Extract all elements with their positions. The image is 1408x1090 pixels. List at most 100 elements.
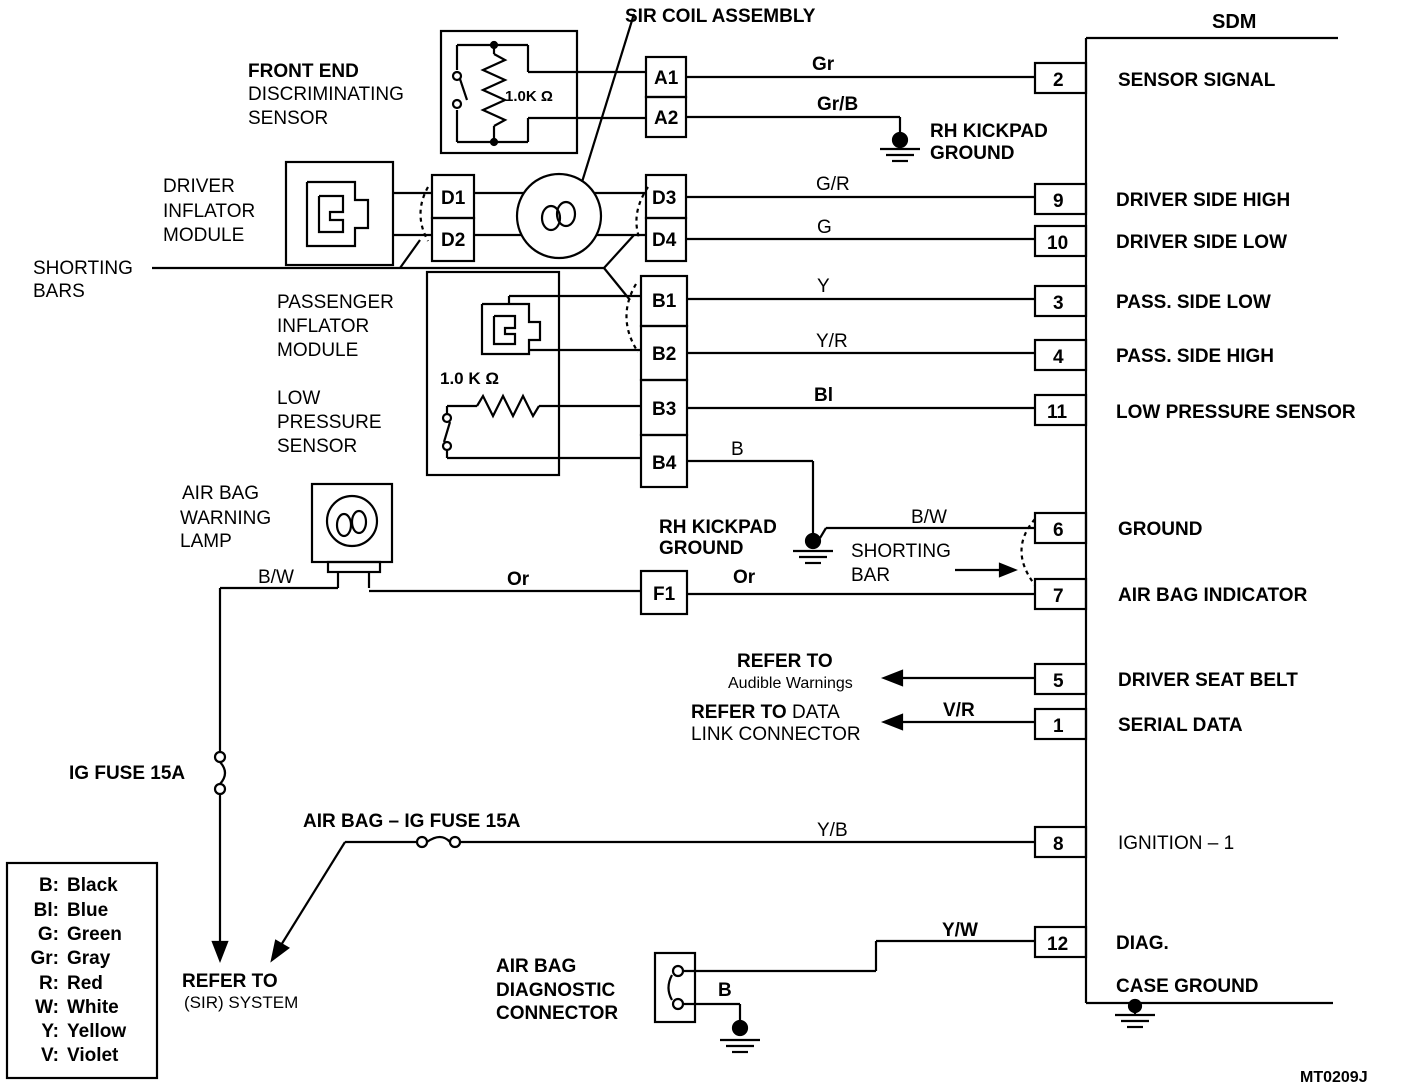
sdm-title: SDM xyxy=(1212,11,1256,33)
diag-connector-label: DIAGNOSTIC xyxy=(496,980,616,1001)
sdm-terminal-label: PASS. SIDE HIGH xyxy=(1116,346,1274,367)
pin-d3: D3 xyxy=(652,188,676,209)
passenger-module-label: PASSENGER xyxy=(277,292,394,313)
wire-label: Y xyxy=(817,276,830,297)
refer-sir-sub: (SIR) SYSTEM xyxy=(184,993,298,1012)
refer-sir-title: REFER TO xyxy=(182,971,278,992)
wire-label: Gr xyxy=(812,54,835,75)
sdm-pin: 5 xyxy=(1053,671,1064,692)
legend-color: White xyxy=(67,997,119,1018)
sir-coil-assembly xyxy=(474,13,649,260)
airbag-fuse-label: AIR BAG – IG FUSE 15A xyxy=(303,811,521,832)
kickpad-ground-label: GROUND xyxy=(659,538,743,559)
wire-label: Gr/B xyxy=(817,94,858,115)
sdm-pin: 2 xyxy=(1053,70,1064,91)
sdm-pin: 11 xyxy=(1047,402,1068,423)
diag-connector-label: AIR BAG xyxy=(496,956,576,977)
wire-label: V/R xyxy=(943,700,975,721)
wire-label: B xyxy=(718,980,732,1001)
color-legend-box xyxy=(5,861,159,1080)
warning-lamp-label: AIR BAG xyxy=(182,483,259,504)
refer-arrows xyxy=(880,669,1035,731)
shorting-bars-label: BARS xyxy=(33,281,85,302)
kickpad-ground-label: GROUND xyxy=(930,143,1014,164)
sdm-terminal-label: AIR BAG INDICATOR xyxy=(1118,585,1308,606)
passenger-module-label: MODULE xyxy=(277,340,358,361)
pin-b2: B2 xyxy=(652,344,676,365)
sdm-pin: 9 xyxy=(1053,191,1064,212)
sensor-wires xyxy=(686,75,1035,163)
legend-code: Gr: xyxy=(31,948,60,969)
pin-d1: D1 xyxy=(441,188,466,209)
refer-dlc-bold: REFER TO xyxy=(691,702,787,723)
legend-color: Blue xyxy=(67,900,108,921)
airbag-ig-fuse-circuit xyxy=(270,835,1035,963)
wire-label: Y/B xyxy=(817,820,848,841)
sdm-terminal-label: LOW PRESSURE SENSOR xyxy=(1116,402,1356,423)
shorting-bar-label: BAR xyxy=(851,565,890,586)
legend-code: W: xyxy=(35,997,59,1018)
diag-connector-label: CONNECTOR xyxy=(496,1003,618,1024)
low-pressure-label: SENSOR xyxy=(277,436,357,457)
front-sensor-label: FRONT END xyxy=(248,61,359,82)
driver-module-label: MODULE xyxy=(163,225,244,246)
sdm-pin: 7 xyxy=(1053,586,1064,607)
labels: SDM 2 SENSOR SIGNAL 9 DRIVER SIDE HIGH 1… xyxy=(31,6,1368,1086)
front-sensor-label: SENSOR xyxy=(248,108,328,129)
sdm-pin: 4 xyxy=(1053,347,1064,368)
wire-label: Y/W xyxy=(942,920,978,941)
refer-dlc-rest: DATA xyxy=(787,702,840,723)
sdm-pin: 1 xyxy=(1053,716,1064,737)
pin-d4: D4 xyxy=(652,230,677,251)
sdm-pin: 10 xyxy=(1047,233,1068,254)
passenger-wires xyxy=(687,297,1035,565)
driver-module-label: INFLATOR xyxy=(163,201,255,222)
warning-lamp-label: WARNING xyxy=(180,508,271,529)
pin-b1: B1 xyxy=(652,291,677,312)
sdm-terminal-label: GROUND xyxy=(1118,519,1202,540)
ig-fuse-circuit xyxy=(211,588,229,964)
legend-code: G: xyxy=(38,924,59,945)
legend-color: Red xyxy=(67,973,103,994)
legend-color: Violet xyxy=(67,1045,119,1066)
passenger-inflator-module xyxy=(425,270,641,477)
sdm-pin: 3 xyxy=(1053,293,1064,314)
legend-code: R: xyxy=(39,973,59,994)
case-ground-label: CASE GROUND xyxy=(1116,976,1259,997)
front-sensor-label: DISCRIMINATING xyxy=(248,84,404,105)
refer-dlc-line1: REFER TO DATA xyxy=(691,702,840,723)
color-legend: B: Black Bl: Blue G: Green Gr: Gray R: R… xyxy=(31,875,127,1066)
front-end-sensor xyxy=(439,29,646,155)
sdm-terminal-label: SENSOR SIGNAL xyxy=(1118,70,1276,91)
sdm-terminal-label: DRIVER SIDE LOW xyxy=(1116,232,1287,253)
shorting-bars-pointers xyxy=(152,234,635,301)
passenger-module-label: INFLATOR xyxy=(277,316,369,337)
shorting-bar-label: SHORTING xyxy=(851,541,951,562)
sdm-pin: 6 xyxy=(1053,520,1064,541)
legend-code: V: xyxy=(41,1045,59,1066)
connector-pin-labels: A1 A2 D1 D2 D3 D4 B1 B2 B3 B4 F1 xyxy=(441,68,679,605)
sdm-shorting-bar xyxy=(955,518,1036,586)
pin-d2: D2 xyxy=(441,230,465,251)
wire-label: G xyxy=(817,217,832,238)
low-pressure-label: LOW xyxy=(277,388,320,409)
low-pressure-sensor xyxy=(441,393,641,460)
driver-inflator-module xyxy=(284,160,432,267)
driver-wires xyxy=(686,195,1035,241)
sdm-terminal-label: SERIAL DATA xyxy=(1118,715,1243,736)
sdm-terminal-label: DRIVER SIDE HIGH xyxy=(1116,190,1290,211)
pin-b3: B3 xyxy=(652,399,676,420)
wire-label: Bl xyxy=(814,385,833,406)
pin-a2: A2 xyxy=(654,108,678,129)
pin-a1: A1 xyxy=(654,68,679,89)
legend-color: Gray xyxy=(67,948,111,969)
refer-audible-title: REFER TO xyxy=(737,651,833,672)
wire-label: B xyxy=(731,439,744,460)
figure-id: MT0209J xyxy=(1300,1069,1368,1086)
wire-label: G/R xyxy=(816,174,850,195)
sdm-pin: 8 xyxy=(1053,834,1064,855)
wire-color-labels: Gr Gr/B G/R G Y Y/R Bl B B/W B/W Or Or V… xyxy=(258,54,978,1001)
sdm-terminal-label: DIAG. xyxy=(1116,933,1169,954)
warning-lamp-label: LAMP xyxy=(180,531,232,552)
